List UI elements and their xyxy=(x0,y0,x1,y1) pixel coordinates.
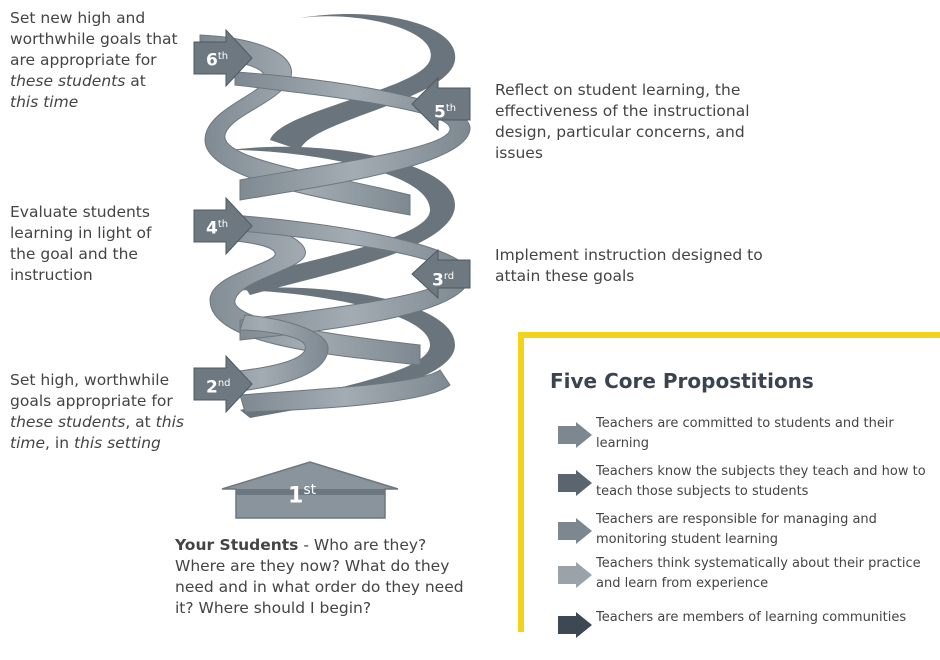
arrow-icon xyxy=(558,470,592,496)
step-3-num: 3 xyxy=(432,270,444,291)
step-2-text-f: this setting xyxy=(73,434,161,452)
step-6-text-a: Set new high and worthwhile goals that a… xyxy=(10,9,178,69)
arrow-shape-5 xyxy=(558,612,592,638)
step-2-text-e: , in xyxy=(45,434,74,452)
step-3-sup: rd xyxy=(443,271,455,282)
arrow-icon xyxy=(558,518,592,544)
proposition-text-2: Teachers know the subjects they teach an… xyxy=(596,464,926,499)
helix-front-strands xyxy=(194,34,471,413)
step-arrow-3rd xyxy=(411,248,471,300)
step-4-sup: th xyxy=(217,219,229,230)
arrow-icon xyxy=(558,422,592,448)
step-label-4th: 4th xyxy=(206,214,228,240)
step-1-sup: st xyxy=(303,482,317,498)
propositions-card: Five Core Propostitions Teachers are com… xyxy=(518,332,940,660)
card-left-border xyxy=(518,332,524,632)
step-6-description: Set new high and worthwhile goals that a… xyxy=(10,8,190,113)
step-6-text-c: at xyxy=(125,72,146,90)
step-2-text-c: , at xyxy=(125,413,156,431)
step-label-6th: 6th xyxy=(206,46,228,72)
step-4-num: 4 xyxy=(206,218,218,239)
step-6-sup: th xyxy=(217,51,229,62)
propositions-title: Five Core Propostitions xyxy=(550,369,814,393)
step-label-3rd: 3rd xyxy=(432,266,454,292)
step-6-text-d: this time xyxy=(10,93,79,111)
step-6-num: 6 xyxy=(206,50,218,71)
arrow-icon xyxy=(558,562,592,588)
card-top-border xyxy=(518,332,940,338)
first-step-house xyxy=(221,461,399,519)
step-5-num: 5 xyxy=(434,102,446,123)
step-label-1st: 1st xyxy=(288,480,317,509)
step-3-description: Implement instruction designed to attain… xyxy=(495,246,763,285)
step-2-text-d: this time xyxy=(10,413,184,452)
proposition-text-5: Teachers are members of learning communi… xyxy=(596,610,907,625)
step-4-description: Evaluate students learning in light of t… xyxy=(10,203,152,284)
step-1-description: Your Students - Who are they? Where are … xyxy=(175,535,465,619)
step-5-sup: th xyxy=(445,103,457,114)
arrow-shape-2 xyxy=(558,470,592,496)
step-1-num: 1 xyxy=(288,483,304,509)
step-2-text-b: these students xyxy=(10,413,126,431)
step-arrow-5th xyxy=(411,76,471,132)
proposition-text-1: Teachers are committed to students and t… xyxy=(596,416,894,451)
arrow-shape-3 xyxy=(558,518,592,544)
arrow-shape-1 xyxy=(558,422,592,448)
step-label-2nd: 2nd xyxy=(206,373,231,399)
step-1-text: - Who are they? Where are they now? What… xyxy=(175,536,464,617)
step-2-num: 2 xyxy=(206,377,218,398)
step-arrow-6th xyxy=(193,28,253,88)
step-2-sup: nd xyxy=(217,378,231,389)
step-label-5th: 5th xyxy=(434,98,456,124)
proposition-text-4: Teachers think systematically about thei… xyxy=(596,556,921,591)
arrow-icon xyxy=(558,612,592,638)
step-arrow-2nd xyxy=(193,354,253,414)
step-6-text-b: these students xyxy=(10,72,126,90)
step-2-text-a: Set high, worthwhile goals appropriate f… xyxy=(10,371,173,410)
step-1-bold: Your Students xyxy=(175,536,299,554)
step-5-description: Reflect on student learning, the effecti… xyxy=(495,81,750,162)
step-2-description: Set high, worthwhile goals appropriate f… xyxy=(10,370,190,454)
step-arrow-4th xyxy=(193,196,253,256)
arrow-shape-4 xyxy=(558,562,592,588)
proposition-text-3: Teachers are responsible for managing an… xyxy=(596,512,877,547)
